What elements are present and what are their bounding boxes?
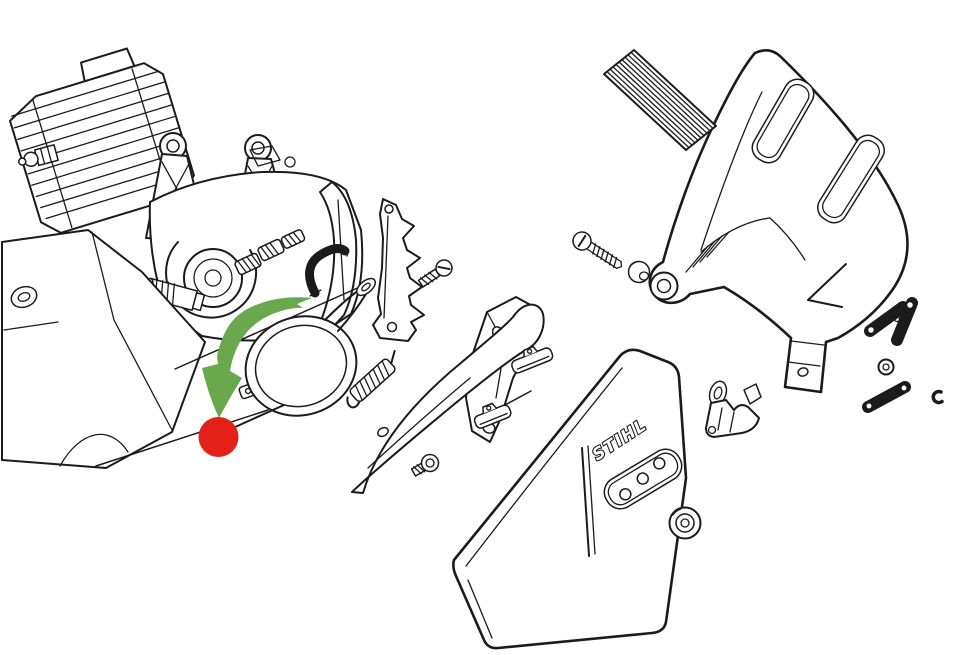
band-eyelet	[355, 277, 377, 297]
brake-band-icon	[238, 277, 377, 417]
guard-slot-right	[817, 134, 885, 224]
tensioner-slider-rear-icon	[473, 390, 532, 429]
bottom-rail-line	[95, 409, 269, 467]
collar-nut-icon	[668, 506, 702, 540]
carb-boss	[249, 145, 281, 167]
washer-icon	[877, 358, 895, 376]
brake-lever-icon	[351, 303, 545, 494]
hand-guard-icon	[648, 48, 909, 394]
clutch-drum-icon	[165, 241, 258, 319]
grip-pad-icon	[603, 49, 717, 151]
pan-head-screw-icon	[417, 259, 453, 288]
spark-plug-icon	[18, 144, 59, 167]
red-dot-leader-line	[232, 404, 285, 429]
strut-hatching	[685, 231, 730, 273]
tensioner-slider-front-icon	[511, 345, 554, 374]
chain-catcher-comb-icon	[372, 198, 425, 342]
cover-bolt-recess	[603, 448, 683, 510]
band-strap-edge2	[337, 293, 367, 332]
grip-pad-stripes	[606, 51, 714, 149]
fuel-tank-housing	[1, 229, 206, 469]
green-arrow-icon	[202, 297, 312, 418]
brake-spring-icon	[346, 349, 396, 409]
e-clip-icon	[931, 389, 944, 405]
chain-tensioner-clamp-icon	[705, 380, 762, 438]
guard-bushing-icon	[627, 260, 651, 284]
cover-crease	[581, 445, 596, 557]
red-dot-marker	[198, 417, 239, 457]
sprocket-cover-icon: STIHL	[452, 348, 688, 650]
av-buffer-springs	[234, 229, 306, 276]
bent-rod-lever-icon	[305, 244, 350, 298]
guard-screw-icon	[572, 231, 623, 269]
guard-notch	[807, 263, 847, 308]
guard-slot-left	[751, 78, 815, 164]
cover-ridge-line	[465, 367, 623, 567]
socket-screw-icon	[410, 453, 440, 477]
bell-crank-icon	[864, 297, 918, 346]
connector-link-icon	[862, 381, 911, 413]
